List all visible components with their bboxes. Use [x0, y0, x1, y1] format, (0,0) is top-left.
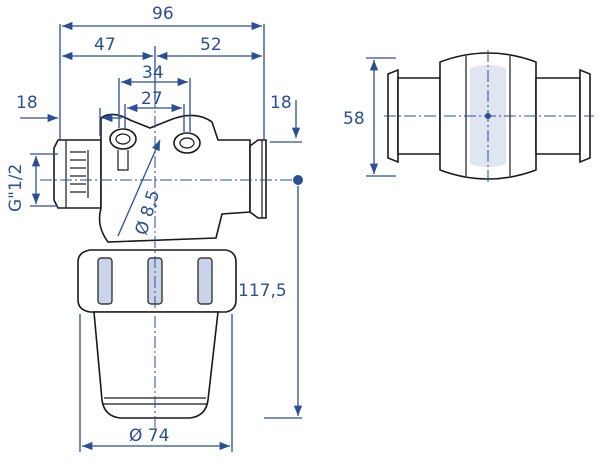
- mounting-hole-right: [173, 132, 201, 154]
- thread-lines: [70, 151, 86, 193]
- filter-front-view: [40, 96, 303, 432]
- mounting-hole-left: [109, 128, 137, 150]
- dim-34: 34: [142, 63, 164, 83]
- dim-right-18: 18: [270, 93, 292, 113]
- outlet-port: [249, 139, 267, 219]
- dim-left-18: 18: [16, 93, 38, 113]
- dim-117-5: 117,5: [238, 281, 287, 301]
- filter-bowl: [93, 311, 219, 419]
- dim-52: 52: [200, 35, 222, 55]
- dim-27: 27: [141, 89, 163, 109]
- bowl-diameter-label: Ø 74: [129, 426, 169, 446]
- dim-47: 47: [94, 35, 116, 55]
- head-housing: [98, 113, 251, 243]
- inlet-port: [53, 139, 102, 209]
- thread-size-label: G"1/2: [6, 164, 26, 212]
- dim-58: 58: [343, 109, 365, 129]
- axis-end-dot: [293, 175, 303, 185]
- dim-96: 96: [152, 4, 174, 24]
- filter-side-view: 58: [343, 50, 594, 182]
